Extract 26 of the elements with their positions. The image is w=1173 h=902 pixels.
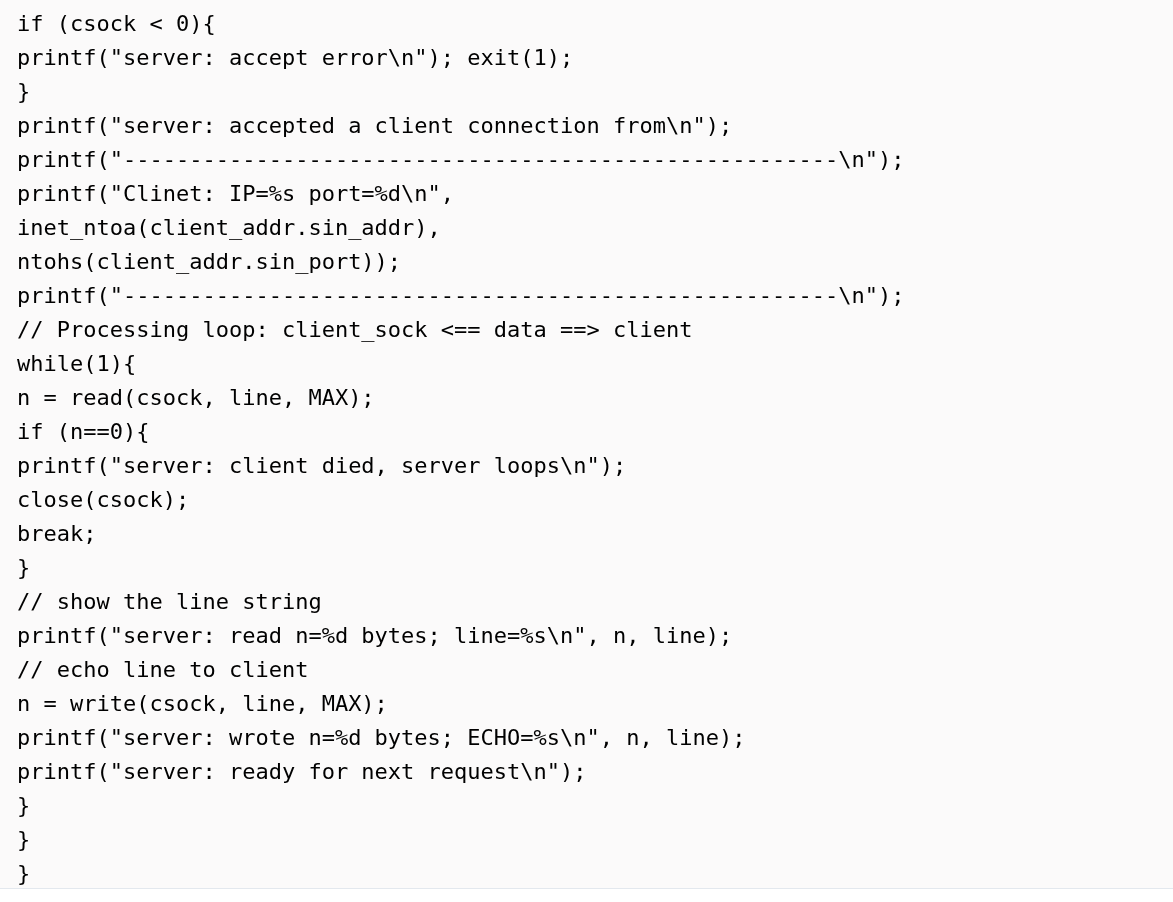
code-line: // show the line string xyxy=(17,588,322,616)
code-line: printf("------------------------------------------------------\n"); xyxy=(17,282,905,310)
code-line: } xyxy=(17,792,31,820)
code-line: n = read(csock, line, MAX); xyxy=(17,384,375,412)
code-line: } xyxy=(17,860,31,888)
code-line: printf("Clinet: IP=%s port=%d\n", xyxy=(17,180,455,208)
code-line: n = write(csock, line, MAX); xyxy=(17,690,388,718)
code-line: printf("server: accept error\n"); exit(1); xyxy=(17,44,574,72)
code-line: // echo line to client xyxy=(17,656,309,684)
code-line: printf("------------------------------------------------------\n"); xyxy=(17,146,905,174)
code-line: if (n==0){ xyxy=(17,418,150,446)
code-line: printf("server: ready for next request\n"); xyxy=(17,758,587,786)
code-line: } xyxy=(17,78,31,106)
code-line: break; xyxy=(17,520,97,548)
code-line: inet_ntoa(client_addr.sin_addr), xyxy=(17,214,441,242)
code-line: printf("server: read n=%d bytes; line=%s\n", n, line); xyxy=(17,622,733,650)
code-line: ntohs(client_addr.sin_port)); xyxy=(17,248,402,276)
code-line: printf("server: accepted a client connection from\n"); xyxy=(17,112,733,140)
code-line: // Processing loop: client_sock <== data ==> client xyxy=(17,316,693,344)
code-line: } xyxy=(17,826,31,854)
code-line: if (csock < 0){ xyxy=(17,10,216,38)
code-line: } xyxy=(17,554,31,582)
code-line: printf("server: client died, server loops\n"); xyxy=(17,452,627,480)
code-line: while(1){ xyxy=(17,350,137,378)
code-line: close(csock); xyxy=(17,486,190,514)
code-line: printf("server: wrote n=%d bytes; ECHO=%s\n", n, line); xyxy=(17,724,746,752)
